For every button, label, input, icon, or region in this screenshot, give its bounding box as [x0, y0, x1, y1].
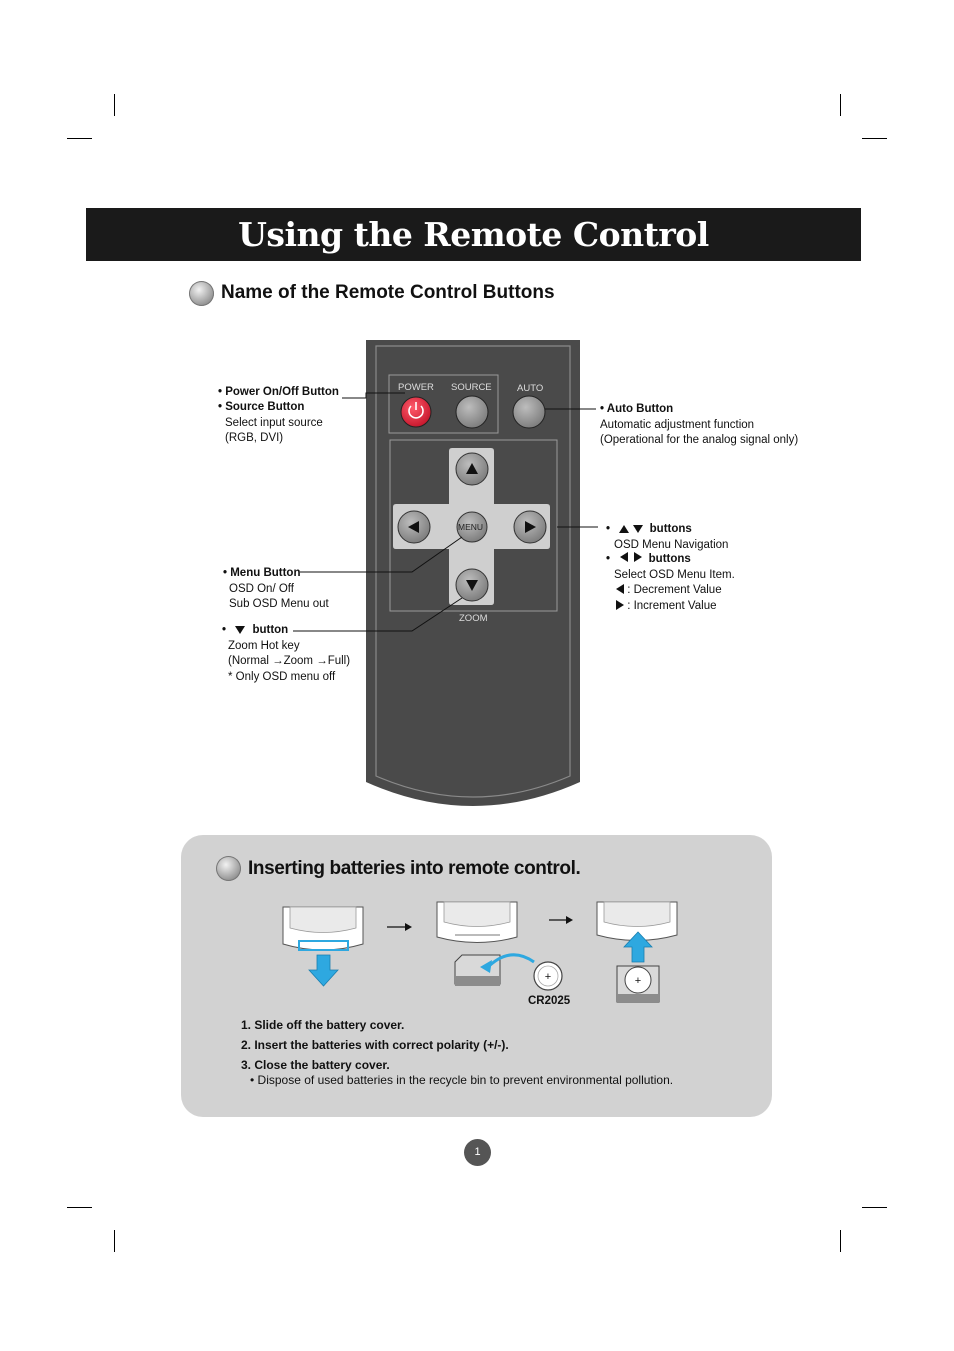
- callout-leftright-dec: : Decrement Value: [627, 584, 722, 596]
- power-button: [400, 396, 432, 428]
- battery-steps-illustration: + +: [282, 901, 678, 1003]
- section-bullet-icon: [216, 856, 241, 881]
- down-arrow-icon: [466, 580, 478, 591]
- arrow-right-icon: →: [272, 655, 284, 667]
- battery-model-label: CR2025: [528, 995, 571, 1007]
- svg-text:+: +: [635, 975, 641, 987]
- callout-zoom-line2c: Full): [327, 655, 351, 667]
- left-arrow-icon: [408, 521, 419, 533]
- battery-steps: 1. Slide off the battery cover. 2. Inser…: [241, 1015, 673, 1086]
- callout-source-line2: (RGB, DVI): [225, 432, 284, 444]
- power-icon: [408, 405, 424, 419]
- crop-mark: [862, 138, 887, 139]
- svg-text:+: +: [545, 971, 551, 983]
- callout-updown-bullet: •: [606, 523, 611, 535]
- callout-auto-line2: (Operational for the analog signal only): [600, 434, 799, 446]
- right-arrow-icon: [616, 599, 624, 610]
- arrow-right-icon: [549, 916, 573, 924]
- crop-mark: [114, 94, 115, 116]
- callout-source: • Source Button Select input source (RGB…: [218, 400, 323, 447]
- down-arrow-icon: [235, 626, 246, 634]
- left-arrow-icon: [616, 584, 624, 594]
- crop-mark: [114, 1230, 115, 1252]
- up-arrow-icon: [619, 525, 630, 533]
- callout-menu-line1: OSD On/ Off: [229, 582, 294, 595]
- auto-button-label: AUTO: [517, 383, 544, 394]
- callout-source-line1: Select input source: [225, 416, 323, 429]
- power-button-label: POWER: [398, 382, 434, 393]
- up-arrow-icon: [623, 931, 653, 963]
- callout-auto-line1: Automatic adjustment function: [600, 418, 755, 431]
- callout-zoom-line3: * Only OSD menu off: [228, 670, 336, 683]
- callout-leftright: • buttons Select OSD Menu Item. : Decrem…: [606, 552, 735, 614]
- section-heading-batteries: Inserting batteries into remote control.: [248, 858, 581, 879]
- page-title: Using the Remote Control: [238, 215, 709, 254]
- arrow-right-icon: [387, 923, 412, 931]
- remote-bottom-step3: +: [596, 901, 678, 1003]
- crop-mark: [840, 1230, 841, 1252]
- battery-step: 3. Close the battery cover.: [241, 1058, 390, 1072]
- battery-disposal-note: • Dispose of used batteries in the recyc…: [250, 1073, 674, 1087]
- remote-bottom-step2: +: [436, 901, 563, 991]
- callout-leftright-bullet: •: [606, 553, 611, 565]
- remote-bottom-step1: [282, 906, 364, 987]
- callout-updown: • buttons OSD Menu Navigation: [606, 522, 728, 553]
- zoom-label: ZOOM: [459, 613, 488, 624]
- remote-control-illustration: [293, 340, 598, 806]
- callout-leftright-title: buttons: [648, 553, 691, 565]
- up-arrow-icon: [466, 463, 478, 474]
- down-arrow-icon: [633, 525, 644, 533]
- crop-mark: [862, 1207, 887, 1208]
- section-heading-buttons: Name of the Remote Control Buttons: [221, 282, 555, 303]
- menu-button-label: MENU: [458, 522, 484, 532]
- right-arrow-icon: [525, 521, 536, 533]
- page-number: 1: [464, 1139, 491, 1166]
- callout-updown-line1: OSD Menu Navigation: [614, 538, 729, 551]
- arrow-right-icon: →: [316, 655, 328, 667]
- callout-auto-title: • Auto Button: [600, 403, 674, 415]
- leader-line-zoom: [293, 597, 463, 632]
- callout-auto: • Auto Button Automatic adjustment funct…: [600, 402, 798, 449]
- callout-zoom-line1: Zoom Hot key: [228, 639, 300, 652]
- source-button-label: SOURCE: [451, 382, 492, 393]
- down-arrow-icon: [308, 954, 339, 987]
- callout-power: • Power On/Off Button: [218, 385, 339, 401]
- title-banner: [86, 208, 861, 261]
- callout-menu-title: • Menu Button: [223, 567, 301, 579]
- callout-menu: • Menu Button OSD On/ Off Sub OSD Menu o…: [223, 566, 329, 613]
- battery-step: 1. Slide off the battery cover.: [241, 1018, 405, 1032]
- right-arrow-icon: [634, 552, 643, 562]
- callout-zoom-line2b: Zoom: [283, 655, 317, 667]
- source-button: [455, 395, 489, 429]
- menu-button: [456, 511, 488, 543]
- callout-zoom-title: button: [252, 624, 289, 636]
- battery-step: 2. Insert the batteries with correct pol…: [241, 1038, 509, 1052]
- leader-line-power: [342, 392, 405, 399]
- callout-menu-line2: Sub OSD Menu out: [229, 598, 329, 610]
- callout-leftright-inc: : Increment Value: [627, 599, 717, 612]
- crop-mark: [67, 1207, 92, 1208]
- callout-leftright-line1: Select OSD Menu Item.: [614, 568, 735, 581]
- callout-power-title: • Power On/Off Button: [218, 386, 339, 398]
- crop-mark: [67, 138, 92, 139]
- callout-zoom: • button Zoom Hot key (Normal →Zoom →Ful…: [222, 623, 350, 685]
- callout-source-title: • Source Button: [218, 401, 305, 413]
- callout-zoom-bullet: •: [222, 624, 227, 636]
- leader-line-menu: [300, 536, 463, 573]
- callout-zoom-line2a: (Normal: [228, 655, 273, 667]
- auto-button: [512, 395, 546, 429]
- section-bullet-icon: [189, 281, 214, 306]
- callout-updown-title: buttons: [649, 523, 692, 535]
- crop-mark: [840, 94, 841, 116]
- left-arrow-icon: [620, 552, 629, 562]
